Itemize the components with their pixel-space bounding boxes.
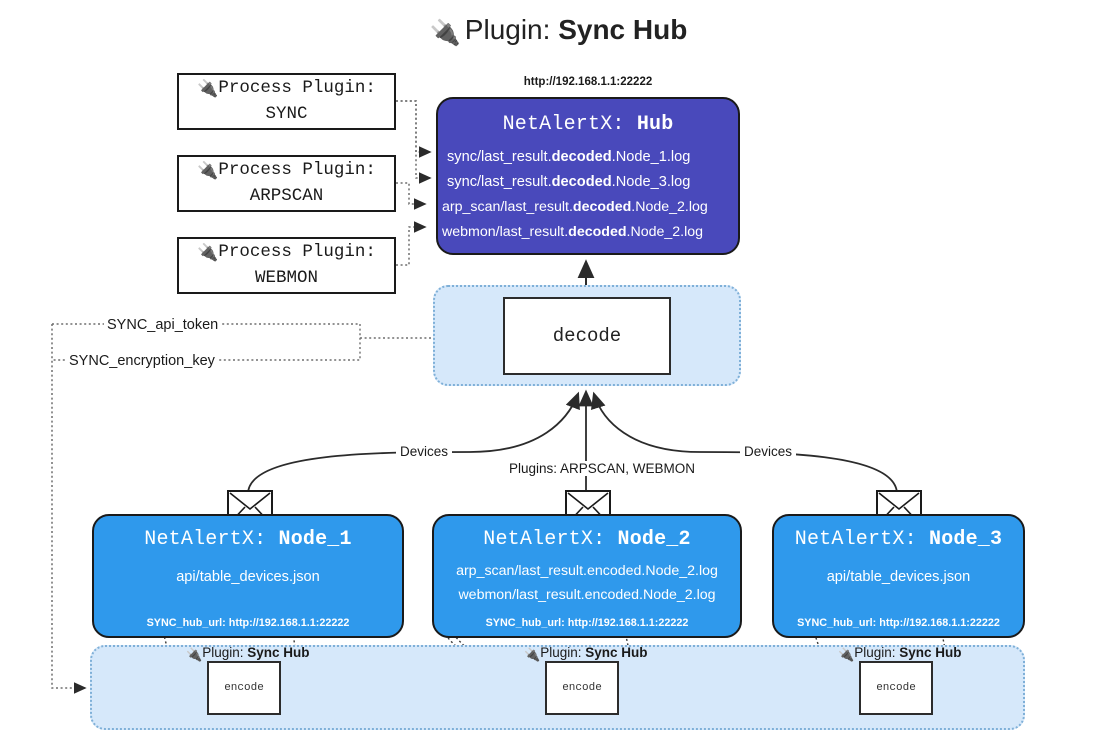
encoder-plugin-label: 🔌Plugin: Sync Hub <box>524 645 648 662</box>
encoder-plugin-label: 🔌Plugin: Sync Hub <box>838 645 962 662</box>
node-title: NetAlertX: Node_2 <box>483 528 691 551</box>
decode-box[interactable]: decode <box>503 297 671 375</box>
process-plugin-sync[interactable]: 🔌Process Plugin: SYNC <box>177 73 396 130</box>
sync-encryption-key-label: SYNC_encryption_key <box>66 353 218 369</box>
node-file-row: webmon/last_result.encoded.Node_2.log <box>458 587 716 603</box>
title-name: Sync Hub <box>558 14 688 45</box>
plug-icon: 🔌 <box>429 19 461 47</box>
plug-icon: 🔌 <box>524 647 541 662</box>
node-box-node-2[interactable]: NetAlertX: Node_2 arp_scan/last_result.e… <box>432 514 742 638</box>
process-plugin-name: WEBMON <box>254 267 318 288</box>
plug-icon: 🔌 <box>197 78 219 99</box>
hub-title: NetAlertX: Hub <box>438 113 738 136</box>
node-title: NetAlertX: Node_3 <box>794 528 1003 551</box>
process-plugin-arpscan[interactable]: 🔌Process Plugin: ARPSCAN <box>177 155 396 212</box>
sync-api-token-label: SYNC_api_token <box>104 317 222 333</box>
devices-label-left: Devices <box>396 444 453 459</box>
hub-title-prefix: NetAlertX: <box>502 113 625 136</box>
node-title: NetAlertX: Node_1 <box>144 528 352 551</box>
process-plugin-label: Process Plugin: <box>218 159 376 180</box>
process-plugin-label: Process Plugin: <box>218 241 376 262</box>
node-file-row: api/table_devices.json <box>176 569 320 585</box>
process-plugin-label: Process Plugin: <box>218 77 376 98</box>
page-title: 🔌Plugin: Sync Hub <box>0 14 1117 48</box>
hub-file-row: arp_scan/last_result.decoded.Node_2.log <box>442 199 708 215</box>
process-plugin-webmon[interactable]: 🔌Process Plugin: WEBMON <box>177 237 396 294</box>
node-file-row: api/table_devices.json <box>826 569 971 585</box>
hub-node[interactable]: NetAlertX: Hub sync/last_result.decoded.… <box>436 97 740 255</box>
node-box-node-3[interactable]: NetAlertX: Node_3 api/table_devices.json… <box>772 514 1025 638</box>
process-plugin-name: ARPSCAN <box>249 185 324 206</box>
node-hub-url: SYNC_hub_url: http://192.168.1.1:22222 <box>146 617 350 629</box>
hub-file-row: sync/last_result.decoded.Node_1.log <box>447 149 691 165</box>
encode-box[interactable]: encode <box>207 661 281 715</box>
plug-icon: 🔌 <box>186 647 203 662</box>
hub-url-label: http://192.168.1.1:22222 <box>523 76 653 88</box>
encode-box[interactable]: encode <box>545 661 619 715</box>
plug-icon: 🔌 <box>838 647 855 662</box>
hub-file-row: sync/last_result.decoded.Node_3.log <box>447 174 691 190</box>
title-prefix: Plugin: <box>464 14 551 45</box>
node-box-node-1[interactable]: NetAlertX: Node_1 api/table_devices.json… <box>92 514 404 638</box>
node-hub-url: SYNC_hub_url: http://192.168.1.1:22222 <box>797 617 1000 629</box>
hub-title-name: Hub <box>636 113 674 136</box>
node-file-row: arp_scan/last_result.encoded.Node_2.log <box>456 563 718 579</box>
devices-label-right: Devices <box>740 444 797 459</box>
plug-icon: 🔌 <box>197 160 219 181</box>
encode-box[interactable]: encode <box>859 661 933 715</box>
plug-icon: 🔌 <box>197 242 219 263</box>
hub-file-list: sync/last_result.decoded.Node_1.log sync… <box>438 145 738 245</box>
hub-file-row: webmon/last_result.decoded.Node_2.log <box>442 224 704 240</box>
process-plugin-name: SYNC <box>265 103 308 124</box>
plugins-label: Plugins: ARPSCAN, WEBMON <box>505 461 700 476</box>
node-hub-url: SYNC_hub_url: http://192.168.1.1:22222 <box>485 617 689 629</box>
encoder-plugin-label: 🔌Plugin: Sync Hub <box>186 645 310 662</box>
